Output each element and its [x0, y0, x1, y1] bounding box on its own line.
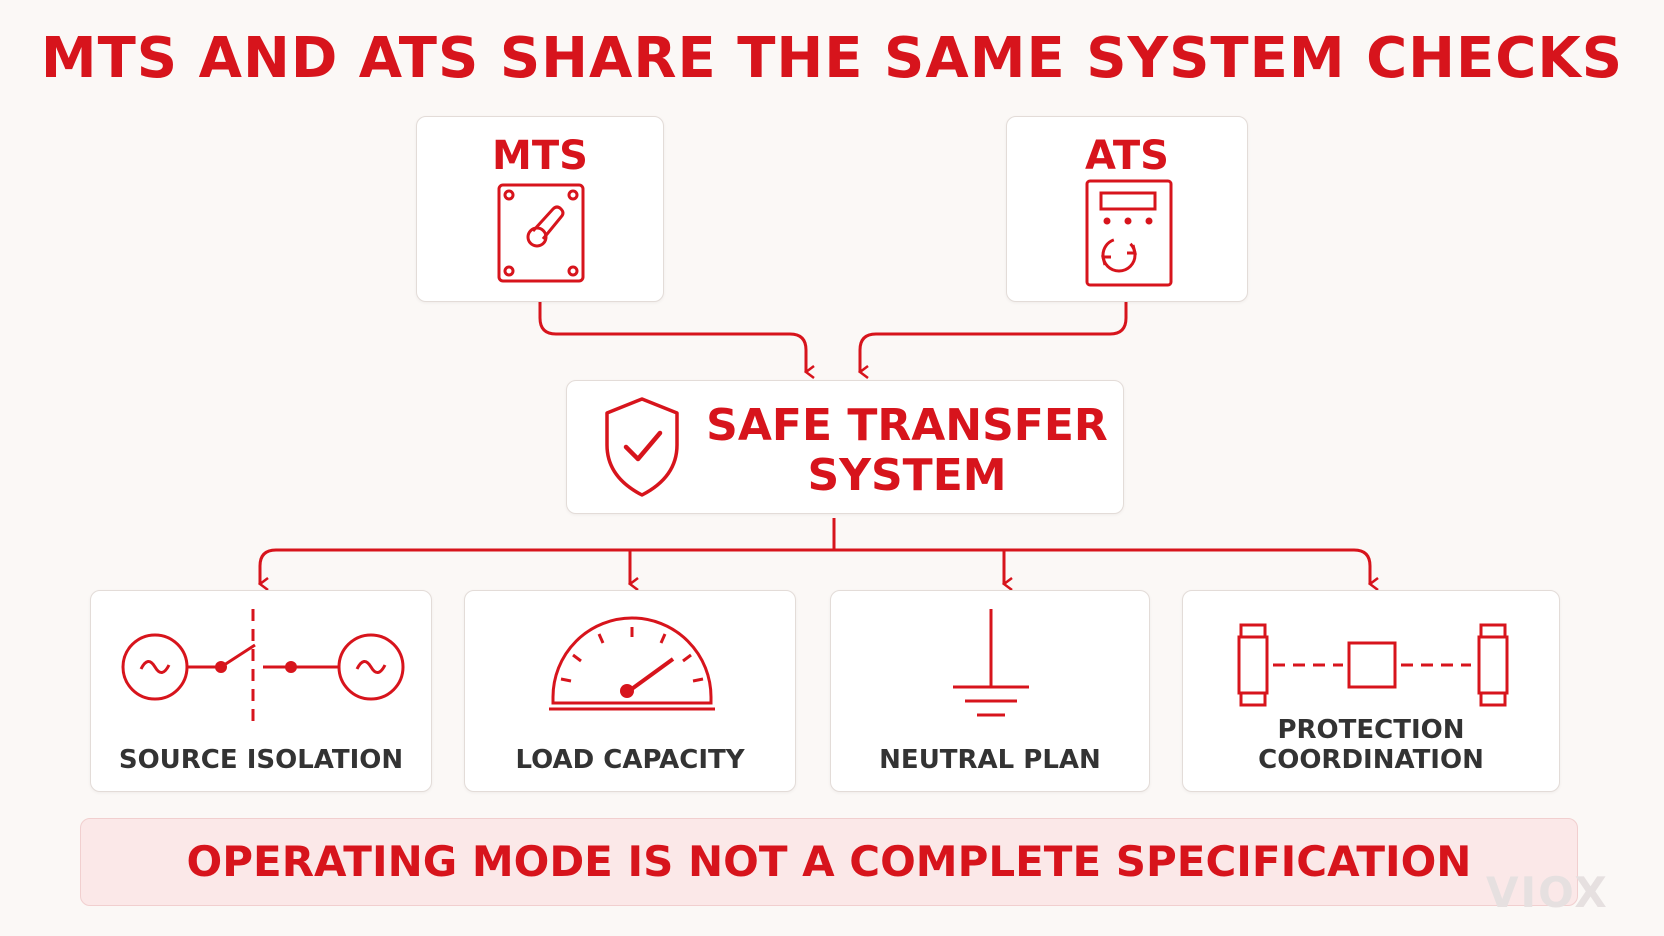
check-card-neutral-plan: NEUTRAL PLAN — [830, 590, 1150, 792]
ats-label: ATS — [1085, 133, 1169, 179]
source-isolation-icon — [121, 609, 405, 725]
ground-icon — [953, 609, 1029, 717]
check-label-source-isolation: SOURCE ISOLATION — [118, 745, 404, 775]
safe-transfer-line2: SYSTEM — [807, 450, 1007, 501]
check-label-load-capacity: LOAD CAPACITY — [515, 745, 745, 775]
manual-switch-icon — [497, 183, 585, 283]
gauge-icon — [549, 616, 715, 711]
viox-logo: VIOX — [1486, 868, 1609, 917]
footer-text: OPERATING MODE IS NOT A COMPLETE SPECIFI… — [186, 837, 1472, 886]
safe-transfer-title: SAFE TRANSFER SYSTEM — [697, 401, 1117, 501]
check-card-source-isolation: SOURCE ISOLATION — [90, 590, 432, 792]
automatic-controller-icon — [1085, 179, 1173, 287]
check-card-load-capacity: LOAD CAPACITY — [464, 590, 796, 792]
mts-card: MTS — [416, 116, 664, 302]
safe-transfer-card: SAFE TRANSFER SYSTEM — [566, 380, 1124, 514]
check-label-neutral-plan: NEUTRAL PLAN — [879, 745, 1101, 775]
shield-check-icon — [605, 397, 679, 497]
breaker-coordination-icon — [1237, 623, 1509, 707]
ats-card: ATS — [1006, 116, 1248, 302]
check-card-protection-coordination: PROTECTION COORDINATION — [1182, 590, 1560, 792]
mts-connector — [538, 294, 815, 379]
check-label-protection-coordination: PROTECTION COORDINATION — [1258, 715, 1484, 775]
mts-label: MTS — [492, 133, 588, 179]
page-title: MTS AND ATS SHARE THE SAME SYSTEM CHECKS — [40, 26, 1624, 91]
ats-connector — [857, 294, 1128, 379]
branch-bar — [258, 548, 1372, 580]
safe-transfer-line1: SAFE TRANSFER — [706, 400, 1108, 451]
footer-banner: OPERATING MODE IS NOT A COMPLETE SPECIFI… — [80, 818, 1578, 906]
